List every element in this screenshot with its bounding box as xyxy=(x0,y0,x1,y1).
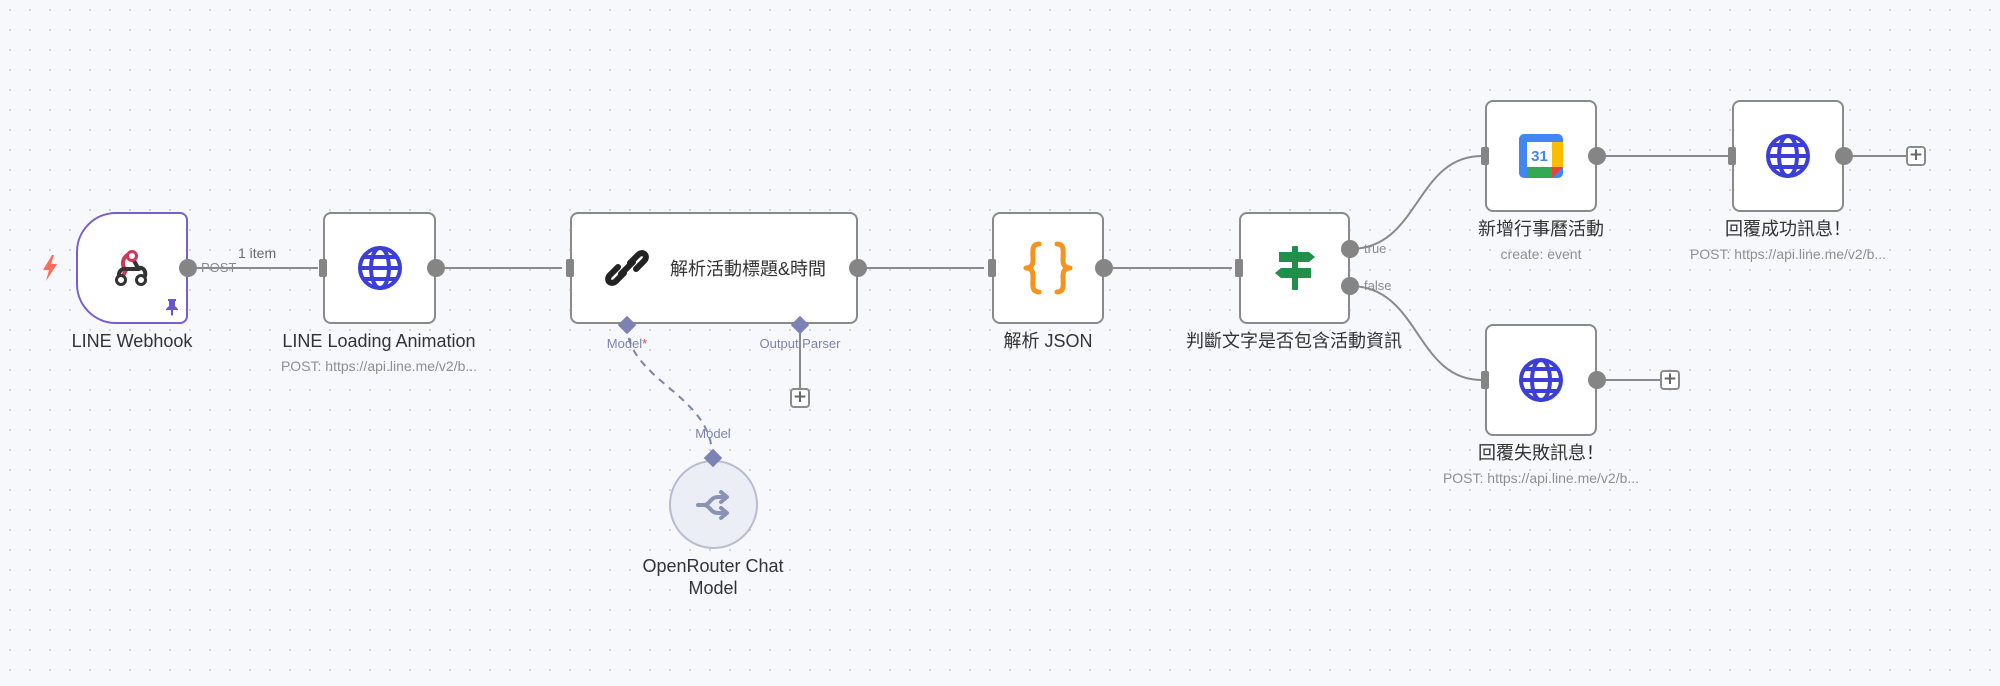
node-subtitle-success: POST: https://api.line.me/v2/b... xyxy=(1689,246,1887,262)
output-handle-webhook[interactable] xyxy=(179,259,197,277)
node-title-success: 回覆成功訊息！ xyxy=(1725,219,1851,239)
node-subtitle-loading: POST: https://api.line.me/v2/b... xyxy=(280,358,478,374)
output-handle-if-true[interactable] xyxy=(1341,240,1359,258)
input-handle-json[interactable] xyxy=(988,259,996,277)
branch-label-false: false xyxy=(1364,278,1392,293)
chain-link-icon xyxy=(602,243,652,293)
wire-if-false-to-fail xyxy=(1349,285,1483,381)
model-node-port-label: Model xyxy=(695,426,731,441)
curly-braces-icon xyxy=(1023,240,1073,296)
wire-item-count: 1 item xyxy=(238,245,277,261)
input-handle-agent[interactable] xyxy=(566,259,574,277)
openrouter-icon xyxy=(694,485,734,525)
model-port-text: Model xyxy=(606,336,643,351)
input-handle-loading[interactable] xyxy=(319,259,327,277)
node-line-loading-animation[interactable] xyxy=(323,212,436,324)
wire-model-to-agent xyxy=(626,324,713,456)
node-create-calendar-event[interactable]: 31 xyxy=(1485,100,1597,212)
output-handle-if-false[interactable] xyxy=(1341,277,1359,295)
pin-icon[interactable] xyxy=(164,298,180,316)
node-reply-success[interactable] xyxy=(1732,100,1844,212)
input-handle-fail[interactable] xyxy=(1481,371,1489,389)
node-title-webhook: LINE Webhook xyxy=(71,331,193,351)
required-marker: * xyxy=(642,336,648,351)
globe-icon xyxy=(356,244,404,292)
node-title-fail: 回覆失敗訊息！ xyxy=(1478,443,1604,463)
calendar-day-text: 31 xyxy=(1531,148,1548,165)
signpost-icon xyxy=(1271,244,1319,292)
input-handle-if[interactable] xyxy=(1235,259,1243,277)
input-handle-calendar[interactable] xyxy=(1481,147,1489,165)
output-handle-agent[interactable] xyxy=(849,259,867,277)
output-handle-loading[interactable] xyxy=(427,259,445,277)
node-subtitle-fail: POST: https://api.line.me/v2/b... xyxy=(1442,470,1640,486)
model-port-label: Model* xyxy=(607,336,647,351)
globe-icon xyxy=(1517,356,1565,404)
node-reply-fail[interactable] xyxy=(1485,324,1597,436)
node-title-model-line1: OpenRouter Chat xyxy=(642,556,784,576)
node-parse-json[interactable] xyxy=(992,212,1104,324)
output-handle-json[interactable] xyxy=(1095,259,1113,277)
branch-label-true: true xyxy=(1364,241,1387,256)
node-title-if: 判斷文字是否包含活動資訊 xyxy=(1186,331,1402,351)
globe-icon xyxy=(1764,132,1812,180)
output-handle-calendar[interactable] xyxy=(1588,147,1606,165)
node-title-json: 解析 JSON xyxy=(1003,331,1093,351)
add-after-success-button[interactable]: + xyxy=(1906,146,1926,166)
node-subtitle-calendar: create: event xyxy=(1500,246,1582,262)
lightning-icon xyxy=(43,255,57,281)
add-after-fail-button[interactable]: + xyxy=(1660,370,1680,390)
add-output-parser-button[interactable]: + xyxy=(790,388,810,408)
node-title-loading: LINE Loading Animation xyxy=(282,331,476,351)
node-ai-agent[interactable]: 解析活動標題&時間 xyxy=(570,212,858,324)
node-line-webhook[interactable] xyxy=(76,212,188,324)
node-title-model-line2: Model xyxy=(688,578,738,598)
node-title-agent: 解析活動標題&時間 xyxy=(670,259,827,279)
input-handle-success[interactable] xyxy=(1728,147,1736,165)
wire-if-true-to-calendar xyxy=(1349,155,1483,250)
node-if-check[interactable] xyxy=(1239,212,1350,324)
output-parser-port-label: Output Parser xyxy=(759,336,841,351)
wire-branch-label: POST xyxy=(201,260,237,275)
node-title-calendar: 新增行事曆活動 xyxy=(1478,219,1604,239)
output-handle-success[interactable] xyxy=(1835,147,1853,165)
google-calendar-icon: 31 xyxy=(1517,132,1565,180)
webhook-icon xyxy=(110,246,154,290)
node-openrouter-chat-model[interactable] xyxy=(669,460,758,549)
output-handle-fail[interactable] xyxy=(1588,371,1606,389)
